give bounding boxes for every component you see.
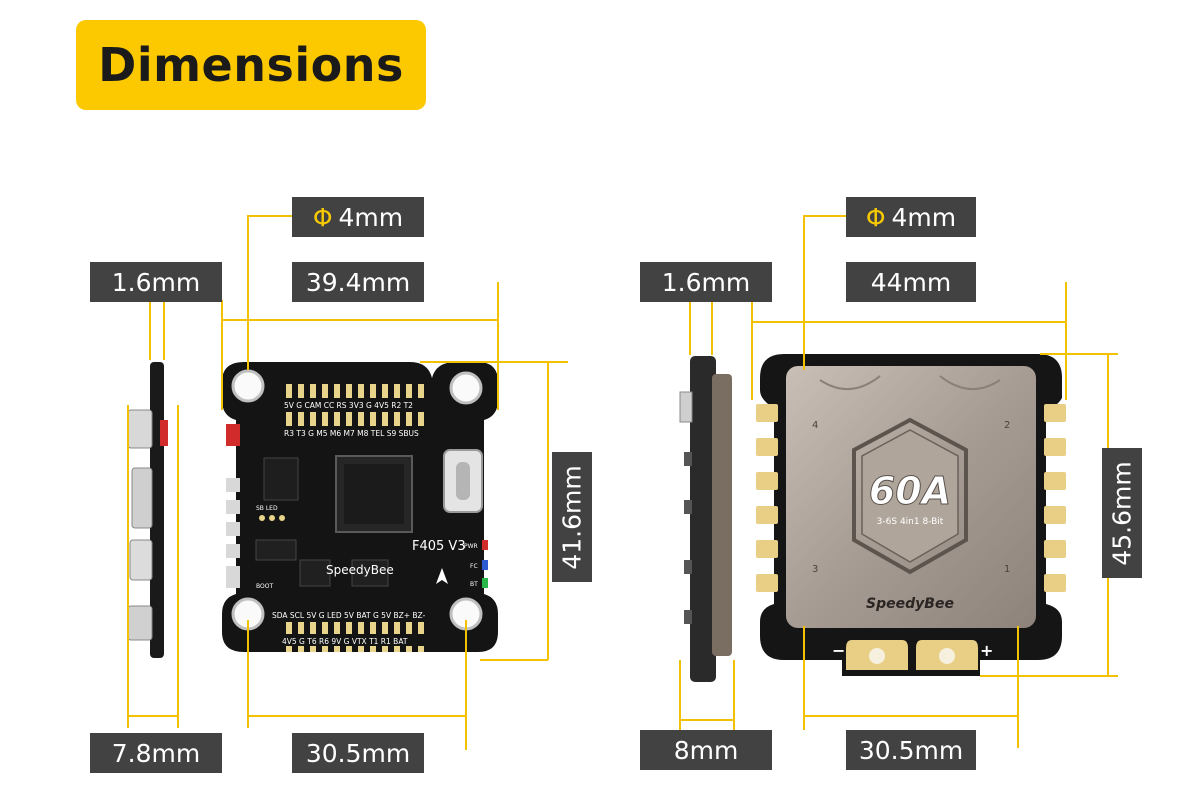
fc-hole-label: Φ 4mm — [292, 197, 424, 237]
diameter-icon: Φ — [312, 202, 333, 232]
esc-motor-label: 3 — [812, 564, 818, 575]
esc-hole-value: 4mm — [891, 202, 957, 232]
esc-minus: − — [832, 641, 845, 660]
fc-board-brand: SpeedyBee — [326, 563, 394, 577]
fc-pins-top: 5V G CAM CC RS 3V3 G 4V5 R2 T2 — [284, 401, 413, 410]
esc-height-value: 45.6mm — [1107, 460, 1137, 566]
fc-boot: BOOT — [256, 583, 273, 590]
esc-side-height-label: 8mm — [640, 730, 772, 770]
esc-spec: 3-6S 4in1 8-Bit — [877, 517, 944, 527]
fc-width-label: 39.4mm — [292, 262, 424, 302]
fc-pins-bottom-2: 4V5 G T6 R6 9V G VTX T1 R1 BAT — [282, 637, 408, 646]
fc-mount-spacing-label: 30.5mm — [292, 733, 424, 773]
fc-sb-led: SB LED — [256, 505, 278, 512]
fc-led-fc: FC — [470, 563, 478, 570]
fc-pins-top-2: R3 T3 G M5 M6 M7 M8 TEL S9 SBUS — [284, 429, 419, 438]
esc-rating: 60A — [869, 469, 951, 513]
page-title: Dimensions — [98, 38, 404, 92]
esc-width-label: 44mm — [846, 262, 976, 302]
esc-plus: + — [980, 641, 993, 660]
title-badge: Dimensions — [76, 20, 426, 110]
esc-motor-label: 4 — [812, 420, 818, 431]
esc-height-label: 45.6mm — [1102, 448, 1142, 578]
esc-brand: SpeedyBee — [866, 596, 954, 612]
fc-height-value: 41.6mm — [557, 464, 587, 570]
fc-hole-value: 4mm — [338, 202, 404, 232]
fc-side-height-label: 7.8mm — [90, 733, 222, 773]
fc-pins-bottom: SDA SCL 5V G LED 5V BAT G 5V BZ+ BZ- — [272, 611, 426, 620]
fc-side-view — [127, 362, 168, 658]
esc-hole-label: Φ 4mm — [846, 197, 976, 237]
fc-board-name: F405 V3 — [412, 539, 466, 554]
fc-board: 5V G CAM CC RS 3V3 G 4V5 R2 T2 R3 T3 G M… — [222, 362, 498, 652]
esc-board: 60A 3-6S 4in1 8-Bit SpeedyBee 4 2 3 1 − … — [756, 354, 1066, 676]
fc-height-label: 41.6mm — [552, 452, 592, 582]
fc-led-pwr: PWR — [464, 543, 478, 550]
esc-motor-label: 1 — [1004, 564, 1010, 575]
dimension-lines — [127, 215, 1118, 750]
esc-side-view — [679, 356, 732, 682]
fc-thickness-label: 1.6mm — [90, 262, 222, 302]
esc-mount-spacing-label: 30.5mm — [846, 730, 976, 770]
diameter-icon: Φ — [865, 202, 886, 232]
esc-motor-label: 2 — [1004, 420, 1010, 431]
esc-thickness-label: 1.6mm — [640, 262, 772, 302]
fc-led-bt: BT — [470, 581, 478, 588]
